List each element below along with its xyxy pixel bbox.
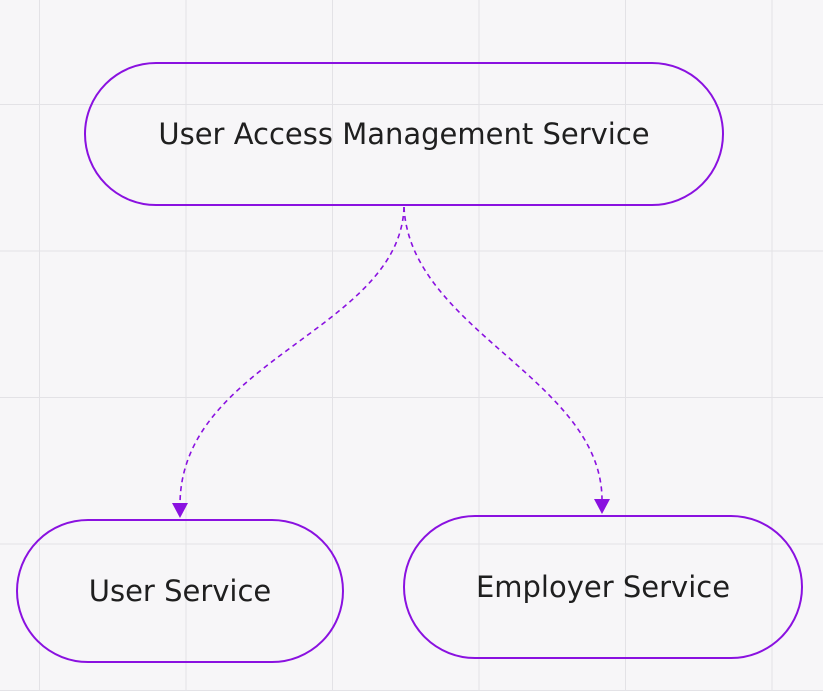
node-user-service[interactable]: User Service <box>16 519 344 663</box>
node-employer-service[interactable]: Employer Service <box>403 515 803 659</box>
node-user-access-management-service[interactable]: User Access Management Service <box>84 62 724 206</box>
node-label: Employer Service <box>475 570 731 604</box>
node-label: User Service <box>88 574 272 608</box>
arrowhead-employer-service <box>594 499 610 514</box>
arrowhead-user-service <box>172 503 188 518</box>
connector-uams-to-employer-service[interactable] <box>403 206 603 501</box>
connector-uams-to-user-service[interactable] <box>179 206 405 506</box>
node-label: User Access Management Service <box>158 117 650 151</box>
